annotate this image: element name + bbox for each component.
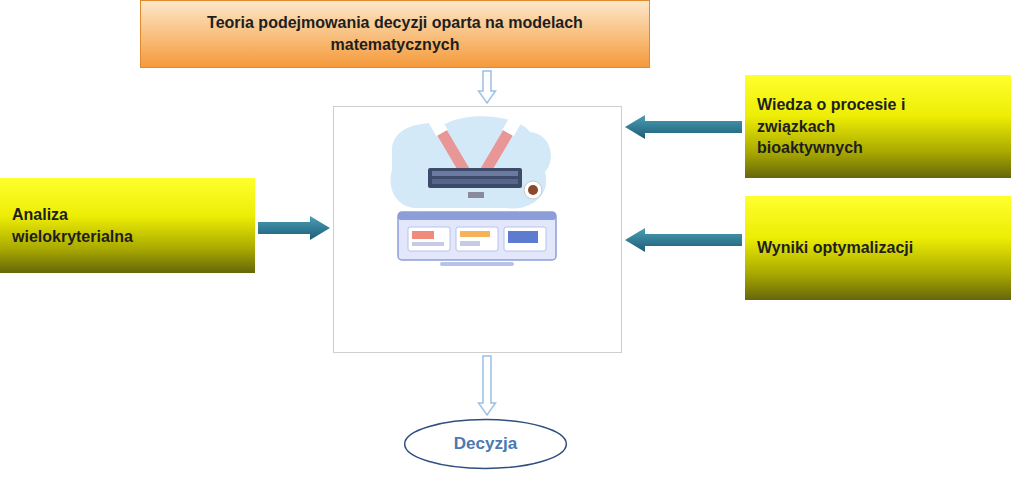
workstation-icon [390, 116, 556, 266]
block-arrow [258, 216, 330, 240]
workstation-box [333, 106, 622, 353]
hollow-arrow [479, 71, 496, 103]
block-arrow [625, 115, 742, 139]
block-arrow [625, 228, 742, 252]
decision-ellipse: Decyzja [403, 418, 568, 470]
box-label: Wyniki optymalizacji [757, 237, 913, 259]
theory-box: Teoria podejmowania decyzji oparta na mo… [140, 0, 650, 68]
knowledge-box: Wiedza o procesie i związkach bioaktywny… [745, 75, 1011, 178]
box-label: Wiedza o procesie i związkach bioaktywny… [757, 94, 942, 159]
box-label: Teoria podejmowania decyzji oparta na mo… [160, 12, 630, 55]
analysis-box: Analiza wielokryterialna [0, 178, 255, 273]
hollow-arrow [479, 356, 496, 415]
results-box: Wyniki optymalizacji [745, 196, 1011, 300]
box-label: Analiza wielokryterialna [12, 204, 162, 247]
box-label: Decyzja [454, 433, 517, 456]
